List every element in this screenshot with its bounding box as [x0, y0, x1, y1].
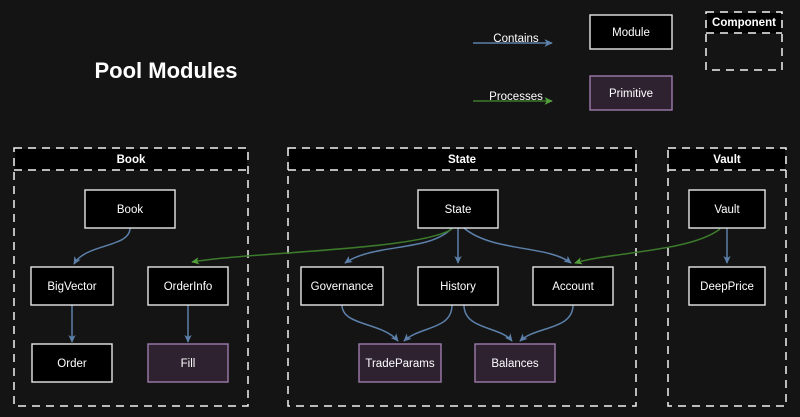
legend-module-swatch — [589, 14, 673, 50]
edge-book-to-bigvector — [73, 227, 131, 265]
node-account[interactable]: Account — [532, 266, 614, 306]
node-label-history: History — [440, 281, 476, 293]
node-label-order: Order — [57, 358, 87, 370]
edge-state-to-account — [463, 227, 572, 264]
edge-state-to-governance — [344, 227, 453, 264]
node-box-balances[interactable] — [474, 343, 556, 383]
cluster-book: Book — [13, 147, 249, 407]
node-label-tradeparams: TradeParams — [365, 358, 434, 370]
node-box-bigvector[interactable] — [30, 266, 114, 306]
node-label-vault: Vault — [714, 204, 740, 216]
edge-history-to-tradeparams — [403, 304, 453, 342]
cluster-state: State — [287, 147, 637, 407]
cluster-title-vault: Vault — [713, 154, 741, 166]
cluster-vault: Vault — [667, 147, 787, 407]
legend-primitive-label: Primitive — [609, 88, 653, 100]
node-bigvector[interactable]: BigVector — [30, 266, 114, 306]
edge-history-to-balances — [463, 304, 513, 342]
node-box-governance[interactable] — [300, 266, 384, 306]
legend-primitive-swatch — [589, 75, 673, 111]
node-box-fill[interactable] — [147, 343, 229, 383]
node-label-balances: Balances — [491, 358, 539, 370]
node-order[interactable]: Order — [31, 343, 113, 383]
legend: Contains Processes Module Primitive Comp… — [473, 11, 783, 111]
node-deepprice[interactable]: DeepPrice — [688, 266, 766, 306]
edge-vault-to-account — [574, 228, 721, 265]
cluster-border-book — [13, 147, 249, 407]
node-label-bigvector: BigVector — [47, 281, 96, 293]
node-orderinfo[interactable]: OrderInfo — [147, 266, 229, 306]
node-label-governance: Governance — [311, 281, 374, 293]
legend-processes-label: Processes — [489, 91, 543, 103]
node-tradeparams[interactable]: TradeParams — [358, 343, 442, 383]
legend-component-label: Component — [712, 17, 776, 29]
cluster-header-bg-book — [15, 149, 247, 170]
node-book[interactable]: Book — [84, 189, 176, 229]
legend-module-label: Module — [612, 27, 650, 39]
node-governance[interactable]: Governance — [300, 266, 384, 306]
node-label-orderinfo: OrderInfo — [164, 281, 213, 293]
node-box-order[interactable] — [31, 343, 113, 383]
node-box-history[interactable] — [417, 266, 499, 306]
node-vault[interactable]: Vault — [688, 189, 766, 229]
node-label-book: Book — [117, 204, 143, 216]
node-box-deepprice[interactable] — [688, 266, 766, 306]
cluster-header-bg-state — [289, 149, 635, 170]
node-label-deepprice: DeepPrice — [700, 281, 754, 293]
legend-component-header-bg — [707, 13, 781, 33]
node-box-orderinfo[interactable] — [147, 266, 229, 306]
cluster-border-vault — [667, 147, 787, 407]
page-title: Pool Modules — [95, 58, 238, 83]
cluster-header-bg-vault — [669, 149, 785, 170]
node-box-tradeparams[interactable] — [358, 343, 442, 383]
node-state[interactable]: State — [417, 189, 499, 229]
node-balances[interactable]: Balances — [474, 343, 556, 383]
cluster-border-state — [287, 147, 637, 407]
node-label-state: State — [445, 204, 472, 216]
edge-account-to-balances — [519, 304, 574, 342]
node-box-account[interactable] — [532, 266, 614, 306]
legend-contains-label: Contains — [493, 33, 539, 45]
legend-component-swatch — [705, 11, 783, 71]
edge-state-to-orderinfo — [191, 228, 453, 265]
node-history[interactable]: History — [417, 266, 499, 306]
cluster-title-state: State — [448, 154, 476, 166]
node-box-state[interactable] — [417, 189, 499, 229]
node-fill[interactable]: Fill — [147, 343, 229, 383]
edges-layer — [68, 227, 731, 343]
node-label-fill: Fill — [181, 358, 196, 370]
node-box-vault[interactable] — [688, 189, 766, 229]
cluster-title-book: Book — [117, 154, 146, 166]
edge-governance-to-tradeparams — [341, 304, 399, 342]
node-box-book[interactable] — [84, 189, 176, 229]
node-label-account: Account — [552, 281, 594, 293]
